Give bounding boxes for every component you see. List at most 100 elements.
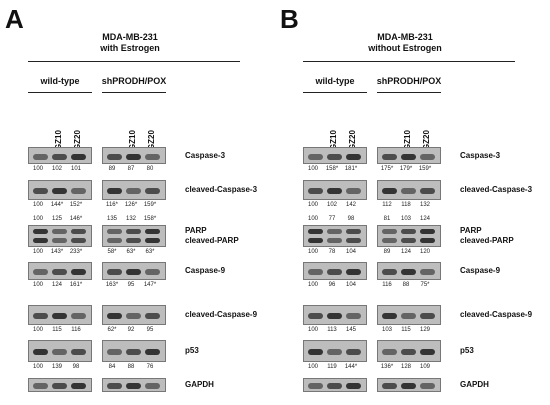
band: [308, 188, 323, 194]
band: [71, 153, 86, 160]
blot-wild-type: [303, 180, 367, 200]
value: 115: [52, 327, 62, 333]
band: [126, 238, 141, 243]
band: [401, 349, 416, 355]
protein-name: cleaved-Caspase-3: [185, 185, 258, 194]
value: 136*: [380, 364, 394, 370]
band: [420, 313, 435, 319]
value: 102: [51, 166, 62, 172]
band: [71, 349, 86, 355]
protein-label: p53: [185, 346, 199, 356]
band: [145, 153, 160, 160]
value: 95: [146, 327, 154, 333]
band: [107, 188, 122, 194]
band: [420, 383, 435, 389]
group-label-1: wild-type: [40, 76, 80, 86]
band: [346, 188, 361, 194]
band: [401, 188, 416, 194]
protein-name: Caspase-3: [460, 150, 501, 160]
band: [308, 153, 323, 160]
value: 100: [32, 364, 43, 370]
blot-wild-type: [28, 378, 92, 392]
band: [308, 349, 323, 355]
protein-label: p53: [460, 346, 474, 356]
band: [71, 313, 86, 319]
value: 100: [32, 327, 43, 333]
band: [33, 383, 48, 389]
value: 124: [419, 216, 430, 222]
blot-wild-type: [28, 225, 92, 247]
value: 87: [127, 166, 135, 172]
protein-name: GAPDH: [460, 380, 489, 389]
band: [52, 229, 67, 234]
value: 126*: [124, 202, 138, 208]
blot-wild-type: [303, 305, 367, 325]
value: 76: [146, 364, 154, 370]
value: 101: [70, 166, 81, 172]
protein-name: GAPDH: [185, 380, 214, 389]
blot-wild-type: [28, 180, 92, 200]
title-line-1: MDA-MB-231: [377, 32, 433, 42]
blot-shprodh: [102, 225, 166, 247]
band: [382, 313, 397, 319]
value: 143*: [50, 249, 64, 255]
value: 100: [307, 282, 318, 288]
value: 158*: [143, 216, 157, 222]
blot-shprodh: [377, 147, 441, 164]
band: [107, 313, 122, 319]
group-label-1: wild-type: [315, 76, 355, 86]
blot-shprodh: [377, 378, 441, 392]
value: 124: [51, 282, 62, 288]
band: [126, 269, 141, 275]
blot-shprodh: [102, 305, 166, 325]
band: [71, 238, 86, 243]
group-label-2: shPRODH/POX: [376, 76, 442, 86]
band: [52, 238, 67, 243]
group-divider-2: [102, 92, 166, 93]
protein-name: p53: [185, 346, 199, 355]
band: [401, 383, 416, 389]
band: [71, 188, 86, 194]
value: 129: [419, 327, 430, 333]
value: 63*: [145, 249, 155, 255]
band: [327, 313, 342, 319]
value: 88: [402, 282, 410, 288]
value: 163*: [105, 282, 119, 288]
band: [107, 229, 122, 234]
protein-name: PARP: [185, 226, 207, 235]
band: [126, 313, 141, 319]
band: [33, 313, 48, 319]
value: 146*: [69, 216, 83, 222]
value: 233*: [69, 249, 83, 255]
value: 179*: [399, 166, 413, 172]
value: 112: [382, 202, 392, 208]
protein-label: Caspase-3: [460, 151, 500, 161]
value: 118: [401, 202, 411, 208]
blot-wild-type: [303, 378, 367, 392]
value: 119: [327, 364, 337, 370]
value: 147*: [143, 282, 157, 288]
group-divider-2: [377, 92, 441, 93]
band: [126, 349, 141, 355]
protein-name: Caspase-3: [185, 150, 226, 160]
band: [107, 238, 122, 243]
blot-wild-type: [28, 147, 92, 164]
value: 89: [383, 249, 391, 255]
band: [308, 269, 323, 275]
protein-label: Caspase-9: [460, 266, 500, 276]
protein-name: p53: [460, 346, 474, 355]
band: [382, 188, 397, 194]
value: 139: [51, 364, 62, 370]
band: [52, 349, 67, 355]
band: [107, 383, 122, 389]
value: 100: [32, 202, 43, 208]
band: [52, 269, 67, 275]
band: [308, 383, 323, 389]
protein-label: GAPDH: [185, 380, 214, 390]
band: [420, 349, 435, 355]
band: [33, 269, 48, 275]
value: 63*: [126, 249, 136, 255]
blot-wild-type: [28, 340, 92, 362]
